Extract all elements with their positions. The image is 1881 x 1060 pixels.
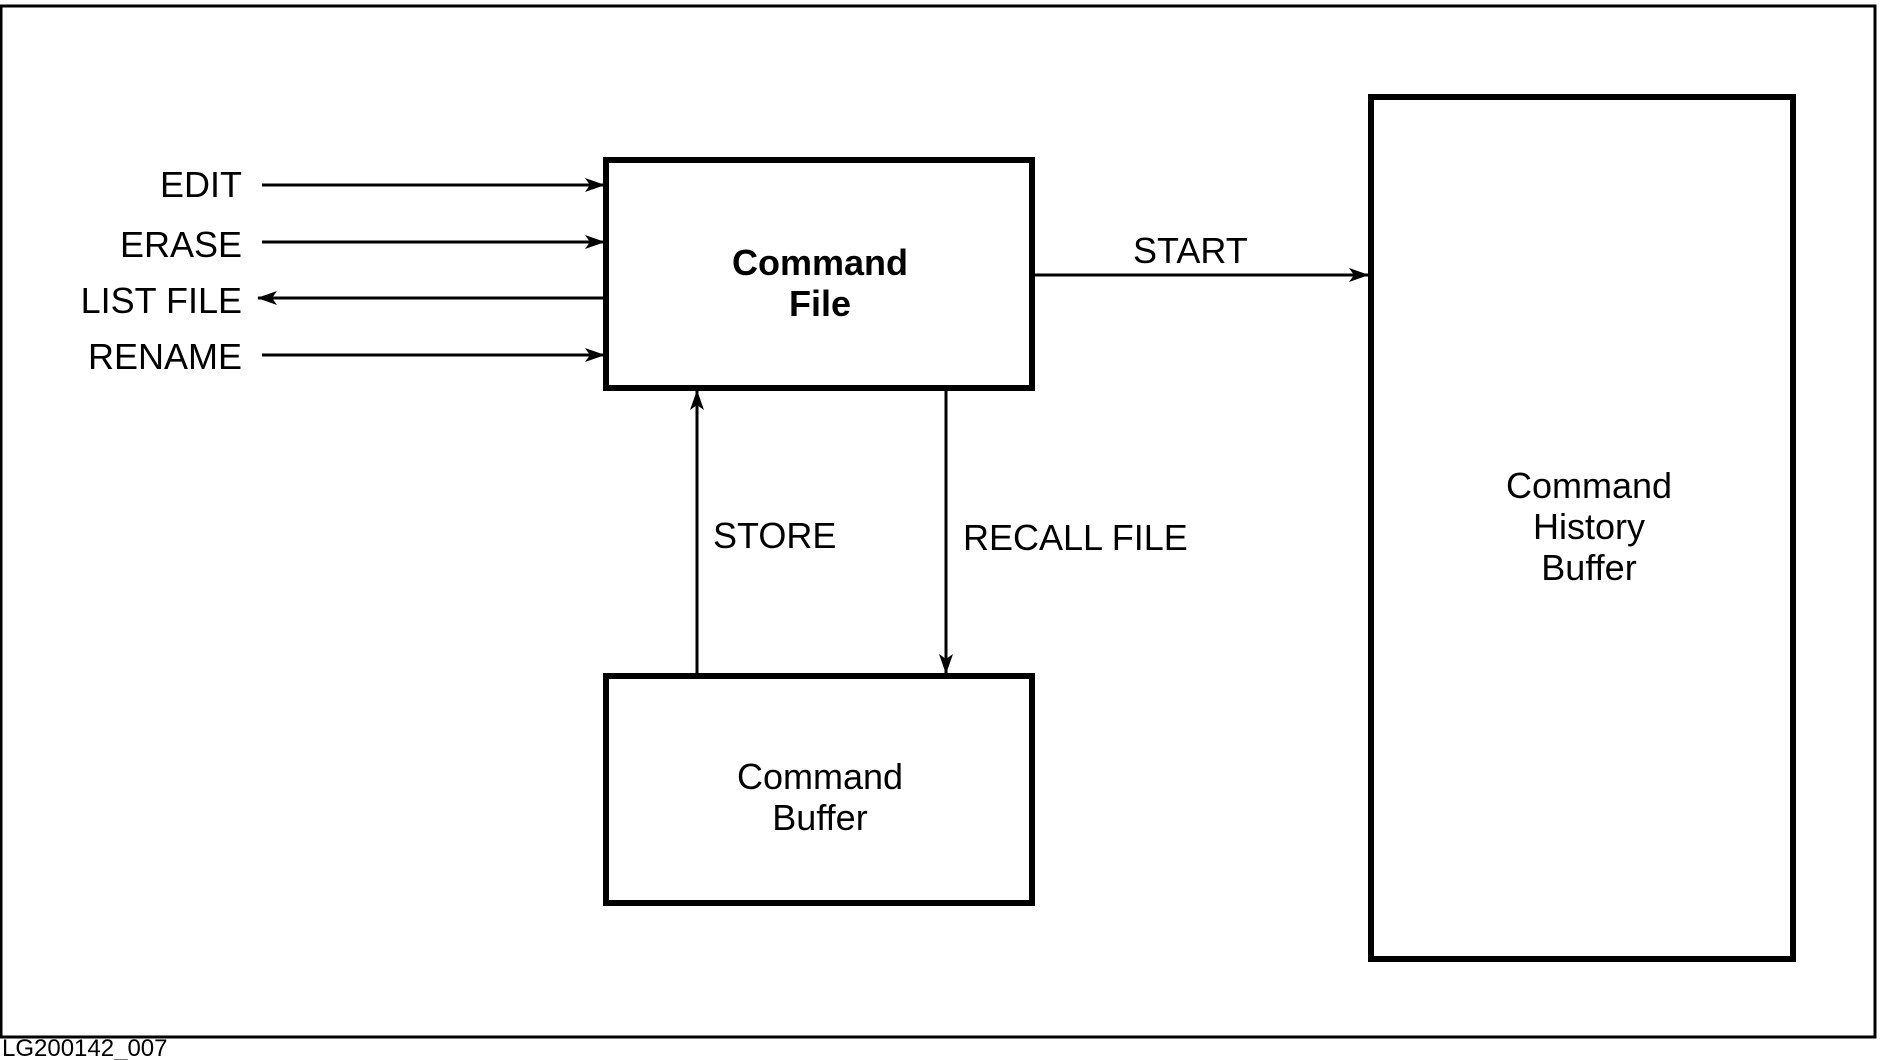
rename-label: RENAME (88, 336, 242, 377)
history-buffer-title-line2: History (1533, 506, 1645, 547)
list-file-label: LIST FILE (81, 280, 242, 321)
edit-label: EDIT (160, 164, 242, 205)
history-buffer-title-line3: Buffer (1541, 547, 1636, 588)
history-buffer-title-line1: Command (1506, 465, 1672, 506)
erase-label: ERASE (120, 224, 242, 265)
store-label: STORE (713, 515, 836, 556)
outer-frame (0, 4, 1877, 1039)
recall-file-label: RECALL FILE (963, 517, 1188, 558)
command-buffer-box (603, 673, 1035, 906)
command-buffer-title-line1: Command (737, 756, 903, 797)
start-label: START (1133, 230, 1248, 271)
command-file-title-line1: Command (732, 242, 908, 283)
command-buffer-title-line2: Buffer (772, 797, 867, 838)
figure-id: LG200142_007 (2, 1035, 168, 1060)
command-file-title-line2: File (789, 283, 851, 324)
history-buffer-box (1368, 94, 1796, 962)
command-file-box (603, 157, 1035, 391)
